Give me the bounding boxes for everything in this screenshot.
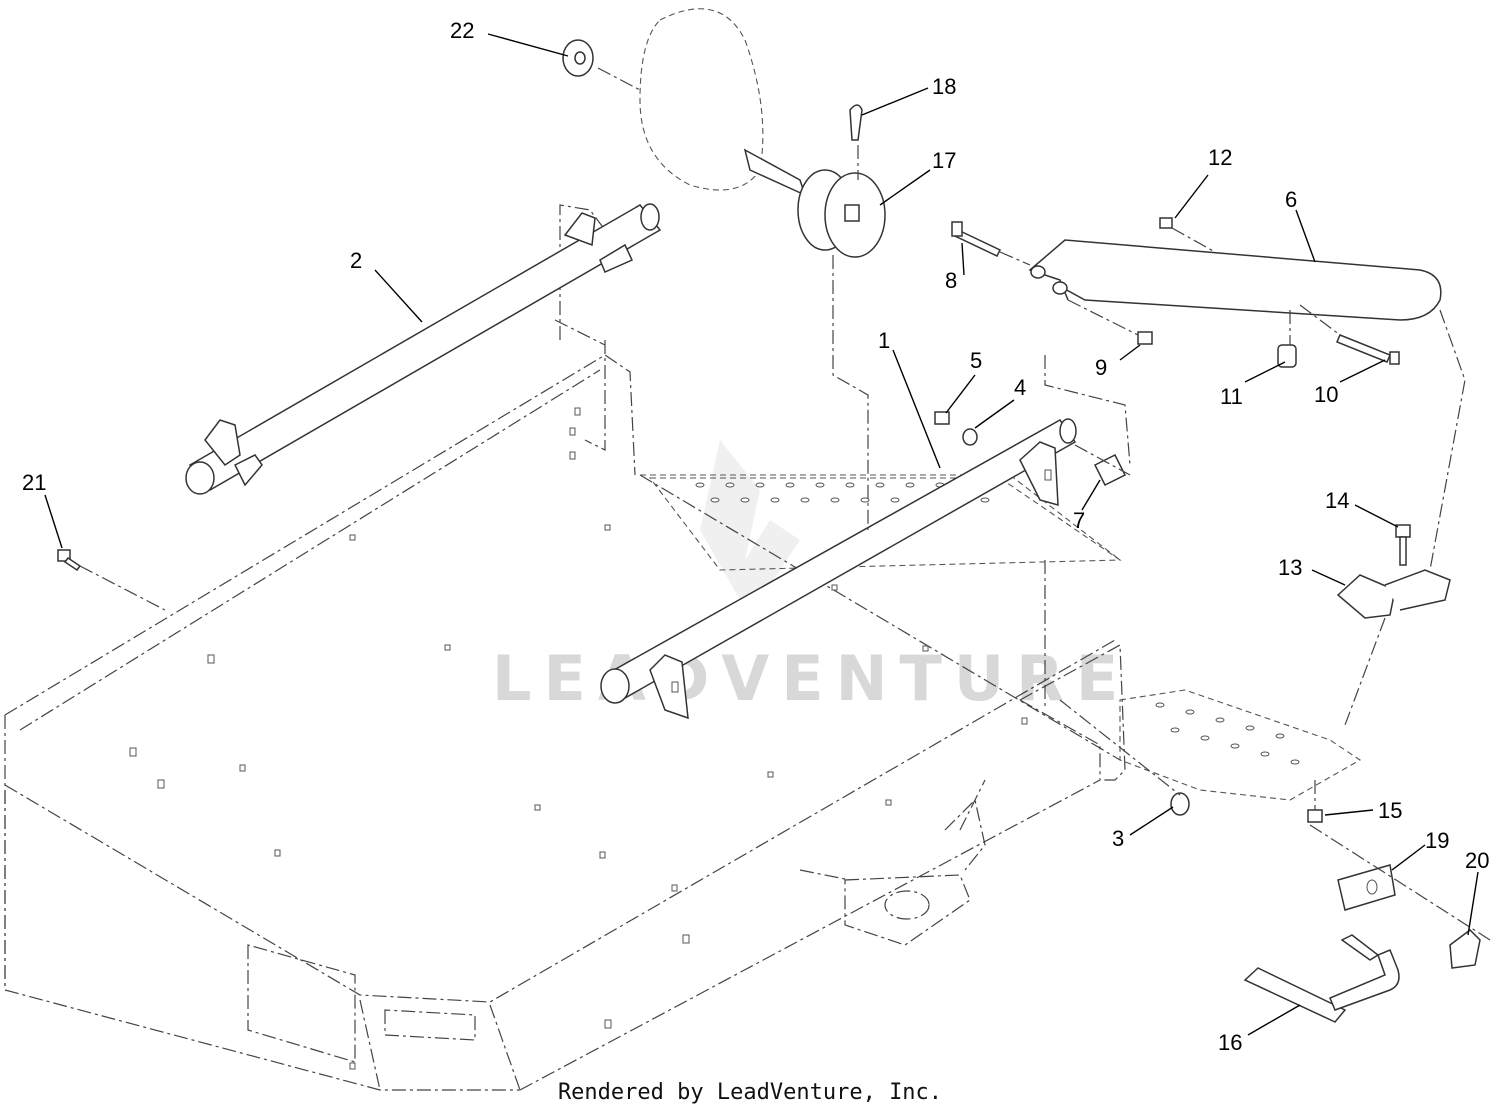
callout-1: 1 — [878, 328, 890, 353]
part-4-washer — [962, 428, 978, 446]
part-3-bolt — [1059, 699, 1190, 816]
callout-11: 11 — [1220, 384, 1243, 409]
part-2-tube — [185, 203, 662, 495]
callout-19: 19 — [1425, 828, 1449, 853]
part-16-handle — [1243, 934, 1400, 1023]
callout-6: 6 — [1285, 187, 1297, 212]
deck-holes — [129, 407, 1028, 1070]
callout-3: 3 — [1112, 826, 1124, 851]
part-1-tube — [600, 418, 1077, 720]
callout-10: 10 — [1314, 382, 1338, 407]
callout-2: 2 — [350, 248, 362, 273]
callout-14: 14 — [1325, 488, 1349, 513]
callout-5: 5 — [970, 348, 982, 373]
watermark-logo — [700, 440, 800, 600]
part-21-bolt — [57, 549, 166, 611]
callout-15: 15 — [1378, 798, 1402, 823]
callout-4: 4 — [1014, 375, 1026, 400]
part-17-roller — [743, 148, 886, 258]
callout-16: 16 — [1218, 1030, 1242, 1055]
part-19-plate — [1309, 824, 1491, 941]
callout-12: 12 — [1208, 145, 1232, 170]
part-10-bolt — [1299, 304, 1400, 365]
callout-17: 17 — [932, 148, 956, 173]
part-11-spacer — [1277, 310, 1297, 368]
part-20-clip — [1449, 929, 1481, 969]
callout-21: 21 — [22, 470, 46, 495]
part-14-bolt — [1395, 524, 1411, 566]
callout-leaders — [44, 33, 1479, 1036]
callout-18: 18 — [932, 74, 956, 99]
part-18-pin — [832, 104, 869, 530]
part-12-nut — [1159, 217, 1216, 253]
footer-credit: Rendered by LeadVenture, Inc. — [557, 1080, 943, 1105]
callout-22: 22 — [450, 18, 474, 43]
step-perforations — [695, 482, 1300, 765]
callout-7: 7 — [1073, 508, 1085, 533]
part-8-bolt — [951, 221, 1031, 266]
callout-9: 9 — [1095, 355, 1107, 380]
part-9-nut — [1067, 299, 1153, 345]
callout-labels: 22 18 17 2 1 8 12 6 9 11 10 5 4 7 21 14 … — [22, 18, 1489, 1055]
callout-8: 8 — [945, 268, 957, 293]
part-6-grip — [1028, 239, 1442, 321]
part-15-nut — [1307, 780, 1323, 823]
callout-20: 20 — [1465, 848, 1489, 873]
part-7-spacer — [1044, 355, 1131, 710]
callout-13: 13 — [1278, 555, 1302, 580]
part-5-nut — [934, 411, 950, 425]
wheel-outline — [597, 8, 764, 191]
part-13-bracket — [1336, 309, 1466, 726]
part-22-washer — [562, 39, 594, 77]
watermark-text: LEADVENTURE — [492, 642, 1130, 715]
